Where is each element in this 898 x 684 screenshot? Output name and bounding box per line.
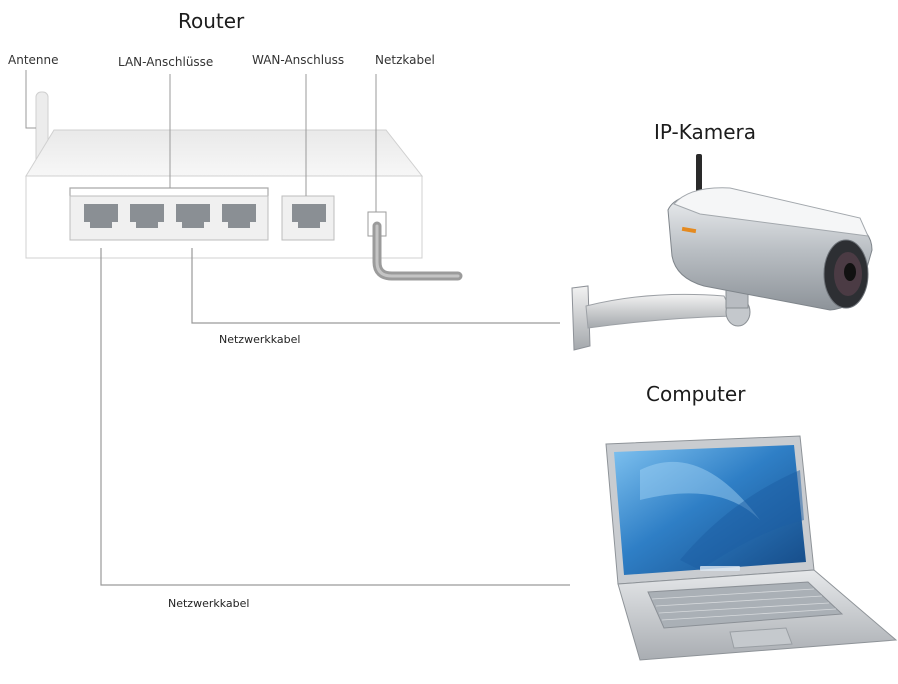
network-cable-lines — [100, 248, 570, 586]
antenna-label: Antenne — [8, 53, 59, 67]
power-cable-icon — [367, 211, 463, 281]
router-icon — [25, 91, 463, 281]
router-title: Router — [178, 9, 245, 33]
computer-title: Computer — [646, 382, 746, 406]
wan-port-icon — [281, 195, 335, 241]
ip-camera-icon — [571, 154, 873, 351]
lan-ports-label: LAN-Anschlüsse — [118, 55, 214, 69]
network-cable-computer-label: Netzwerkkabel — [168, 597, 250, 610]
lan-port-icon — [84, 204, 256, 228]
power-cable-label: Netzkabel — [375, 53, 435, 67]
ip-camera-title: IP-Kamera — [654, 120, 757, 144]
wan-port-label: WAN-Anschluss — [252, 53, 345, 67]
network-cable-camera-label: Netzwerkkabel — [219, 333, 301, 346]
laptop-icon — [605, 435, 898, 661]
leader-lines — [25, 70, 377, 212]
